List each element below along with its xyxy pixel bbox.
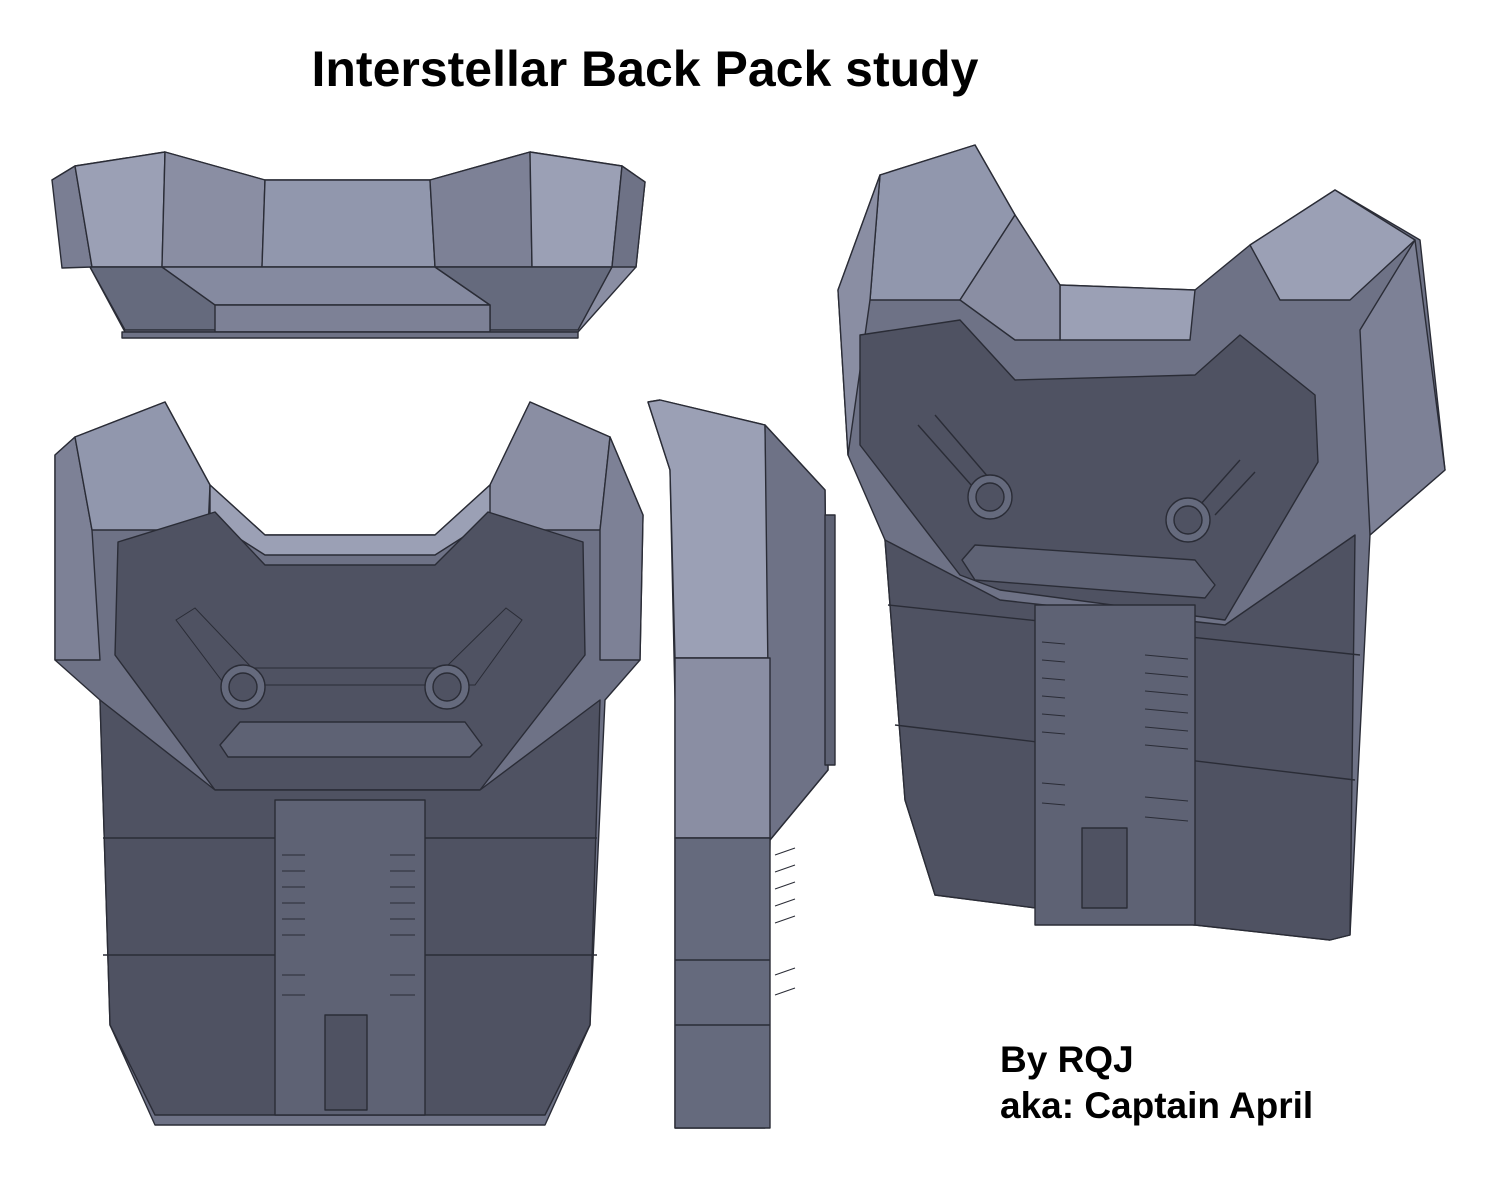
author-alias: aka: Captain April [1000,1085,1314,1126]
front-view [54,401,644,1126]
drawing-title: Interstellar Back Pack study [311,41,979,97]
perspective-view [837,144,1446,941]
author-name: By RQJ [1000,1039,1134,1080]
top-view [51,151,646,339]
author-credit: By RQJ aka: Captain April [1000,1037,1313,1129]
side-view [647,399,836,1129]
